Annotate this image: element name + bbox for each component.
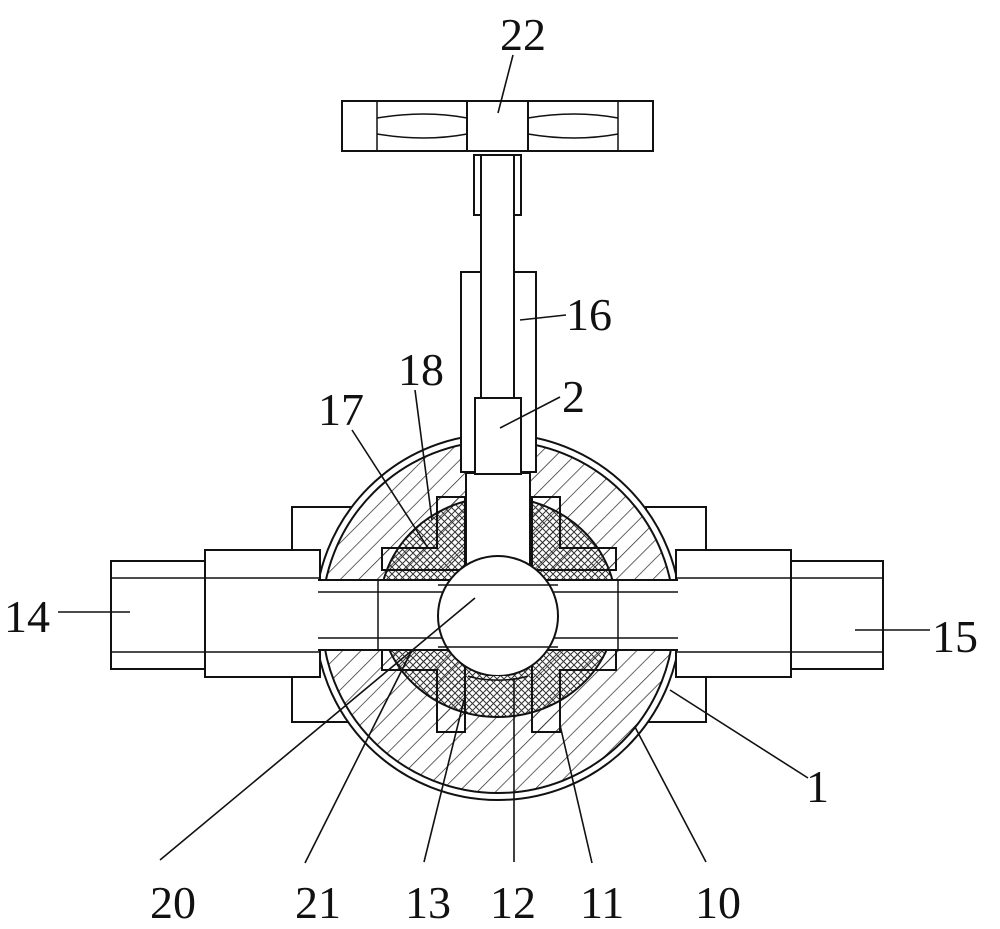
label-10: 10 (695, 877, 741, 928)
right-pipe (676, 550, 883, 677)
left-pipe (111, 550, 320, 677)
label-16: 16 (566, 289, 612, 340)
label-12: 12 (490, 877, 536, 928)
label-2: 2 (562, 371, 585, 422)
label-22: 22 (500, 9, 546, 60)
label-14: 14 (4, 591, 50, 642)
label-15: 15 (932, 611, 978, 662)
label-1: 1 (806, 761, 829, 812)
label-18: 18 (398, 344, 444, 395)
label-21: 21 (295, 877, 341, 928)
label-20: 20 (150, 877, 196, 928)
stem-upper (474, 155, 521, 474)
label-17: 17 (318, 384, 364, 435)
handwheel (342, 101, 653, 151)
label-13: 13 (405, 877, 451, 928)
label-11: 11 (580, 877, 624, 928)
